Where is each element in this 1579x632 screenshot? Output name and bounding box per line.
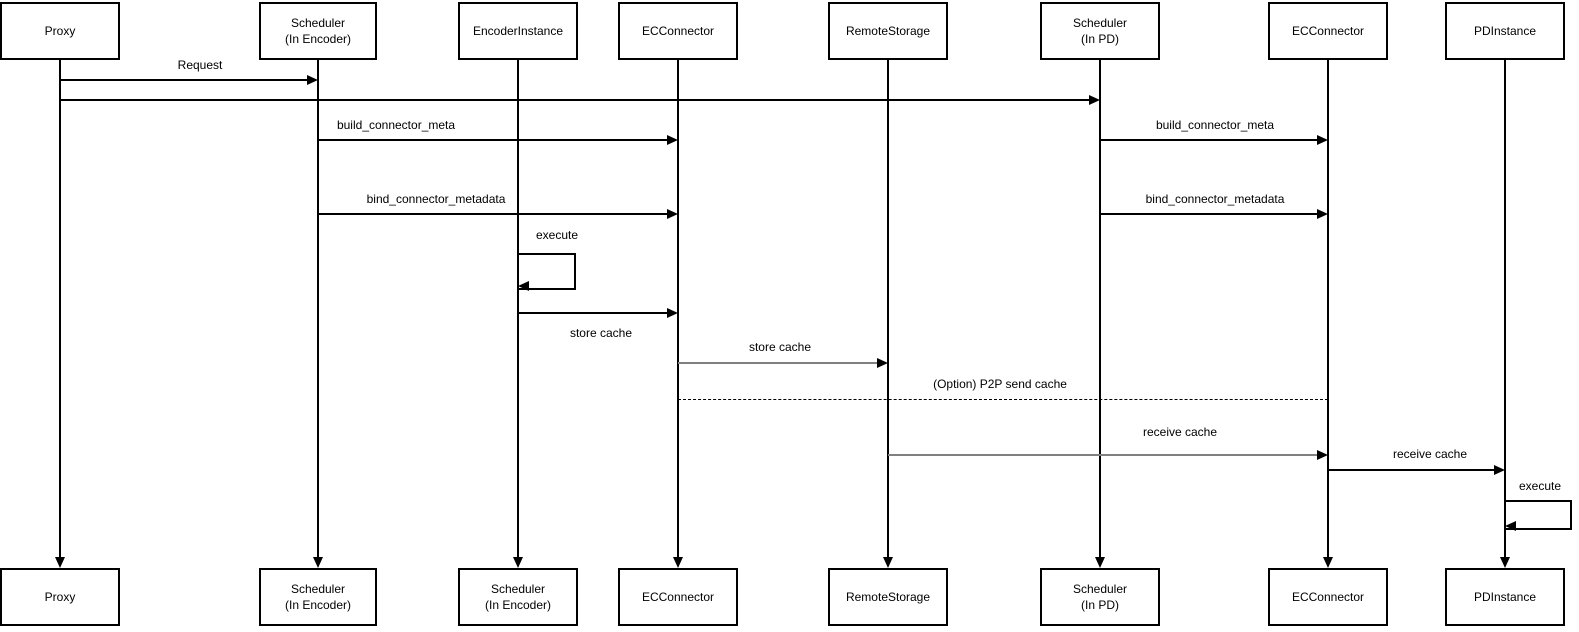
message-encoder-store-cache-arrow: [518, 308, 678, 318]
participant-bottom-scheduler-encoder: Scheduler (In Encoder): [259, 568, 377, 626]
message-encoder-store-cache-label: store cache: [567, 326, 635, 340]
participant-bottom-scheduler-encoder-2: Scheduler (In Encoder): [458, 568, 578, 626]
message-execute-encoder-label: execute: [533, 228, 581, 242]
participant-top-proxy: Proxy: [0, 2, 120, 60]
participant-top-scheduler-encoder: Scheduler (In Encoder): [259, 2, 377, 60]
lifeline-ecconnector-encoder: [673, 60, 683, 568]
message-build-connector-meta-encoder-arrow: [318, 135, 678, 145]
participant-top-ecconnector-encoder: ECConnector: [618, 2, 738, 60]
message-receive-cache-remote-label: receive cache: [1140, 425, 1220, 439]
participant-bottom-scheduler-pd: Scheduler (In PD): [1040, 568, 1160, 626]
message-bind-connector-metadata-encoder-arrow: [318, 209, 678, 219]
lifeline-ecconnector-pd: [1323, 60, 1333, 568]
participant-top-scheduler-pd: Scheduler (In PD): [1040, 2, 1160, 60]
participant-top-ecconnector-pd: ECConnector: [1268, 2, 1388, 60]
message-execute-encoder-self-loop: [518, 253, 576, 291]
message-bind-connector-metadata-encoder-label: bind_connector_metadata: [364, 192, 508, 206]
message-build-connector-meta-pd-label: build_connector_meta: [1153, 118, 1277, 132]
message-receive-cache-remote-arrow: [888, 450, 1328, 460]
lifeline-scheduler-pd: [1095, 60, 1105, 568]
participant-bottom-proxy: Proxy: [0, 568, 120, 626]
lifeline-scheduler-encoder: [313, 60, 323, 568]
message-store-cache-remote-label: store cache: [746, 340, 814, 354]
message-request-label: Request: [175, 58, 225, 72]
message-receive-cache-pd-label: receive cache: [1390, 447, 1470, 461]
message-execute-pd-label: execute: [1516, 479, 1564, 493]
participant-bottom-pd-instance: PDInstance: [1445, 568, 1565, 626]
message-proxy-to-scheduler-pd-arrow: [60, 95, 1100, 105]
message-p2p-send-cache-label: (Option) P2P send cache: [931, 377, 1069, 391]
message-p2p-send-cache-dashed-line: [678, 399, 1328, 400]
message-store-cache-remote-arrow: [678, 358, 888, 368]
message-build-connector-meta-pd-arrow: [1100, 135, 1328, 145]
participant-bottom-remote-storage: RemoteStorage: [828, 568, 948, 626]
message-receive-cache-pd-arrow: [1328, 465, 1505, 475]
lifeline-remote-storage: [883, 60, 893, 568]
participant-top-pd-instance: PDInstance: [1445, 2, 1565, 60]
participant-bottom-ecconnector-encoder: ECConnector: [618, 568, 738, 626]
message-bind-connector-metadata-pd-arrow: [1100, 209, 1328, 219]
message-bind-connector-metadata-pd-label: bind_connector_metadata: [1143, 192, 1287, 206]
lifeline-proxy: [55, 60, 65, 568]
participant-top-encoder-instance: EncoderInstance: [458, 2, 578, 60]
lifeline-encoder-instance: [513, 60, 523, 568]
participant-bottom-ecconnector-pd: ECConnector: [1268, 568, 1388, 626]
participant-top-remote-storage: RemoteStorage: [828, 2, 948, 60]
lifeline-pd-instance: [1500, 60, 1510, 568]
message-execute-pd-self-loop: [1505, 500, 1572, 531]
message-build-connector-meta-encoder-label: build_connector_meta: [334, 118, 458, 132]
message-request-arrow: [60, 75, 318, 85]
